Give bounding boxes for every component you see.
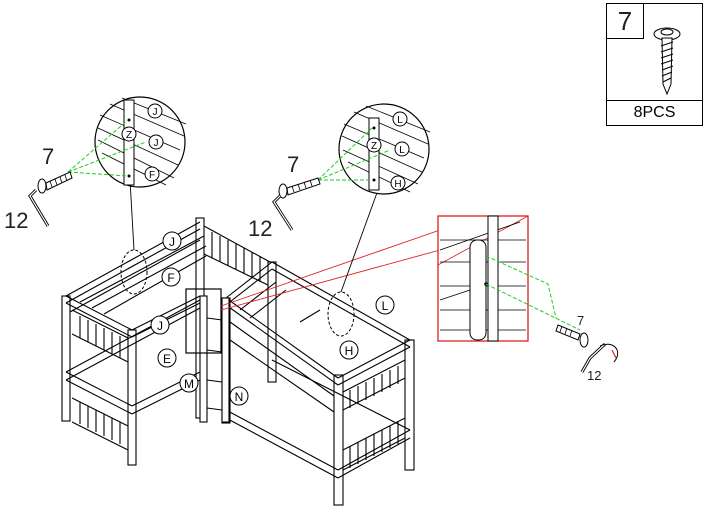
allen-wrench-icon [580,342,619,373]
left-zoom-labels: J Z J F [121,103,164,182]
screw-icon [653,27,681,96]
part-label-text: E [163,352,171,366]
zoom-label-text: J [153,107,158,118]
label-j-lower: J [150,315,170,335]
screw-callout-right: 7 12 [555,313,619,383]
zoom-label-text: Z [126,130,132,141]
screw-number-middle: 7 [287,152,299,177]
part-label-bubbles: J F J E M N L H [150,231,395,406]
wrench-number-left: 12 [4,208,28,233]
label-n: N [229,386,249,406]
joint-oval-left [120,249,148,295]
label-j-upper: J [162,231,182,251]
right-bunk [221,261,415,506]
label-e: E [157,348,177,368]
screw-number-left: 7 [42,144,54,169]
zoom-label-text: Z [371,141,377,152]
ladder [199,295,230,423]
screw-icon [555,324,589,348]
part-quantity: 8PCS [607,100,702,125]
allen-wrench-icon [272,194,294,231]
label-l: L [375,295,395,315]
zoom-label-text: J [154,138,159,149]
screw-callout-left: 7 12 [4,144,73,233]
wrench-number-right: 12 [587,368,601,383]
screw-number-right: 7 [577,313,584,328]
part-number: 7 [607,4,644,39]
joint-oval-middle [327,291,355,337]
allen-wrench-icon [28,188,50,227]
bunk-bed-frame [61,217,415,506]
zoom-label-text: L [399,145,405,156]
parts-box: 7 8PCS [606,3,703,126]
detail-highlight-box [185,288,222,354]
part-label-text: M [184,377,194,391]
part-label-text: N [235,390,244,404]
screw-callout-middle: 7 12 [248,152,321,241]
wrench-number-middle: 12 [248,216,272,241]
part-label-text: F [167,271,174,285]
label-h: H [339,340,359,360]
zoom-circle-left: J Z J F [67,96,187,188]
detail-box-right [437,215,581,342]
part-label-text: H [345,344,354,358]
zoom-label-text: F [149,170,155,181]
zoom-label-text: L [397,115,403,126]
screw-icon [278,177,321,199]
middle-zoom-labels: L Z L H [366,111,410,191]
part-label-text: J [169,235,175,249]
detail-leader-lines [220,229,441,311]
label-m: M [179,373,199,393]
label-f: F [161,267,181,287]
part-label-text: J [157,319,163,333]
screw-icon [37,171,73,194]
part-label-text: L [382,299,389,313]
zoom-circle-middle: L Z L H [317,103,431,195]
left-bunk [61,217,271,466]
zoom-label-text: H [394,179,401,190]
